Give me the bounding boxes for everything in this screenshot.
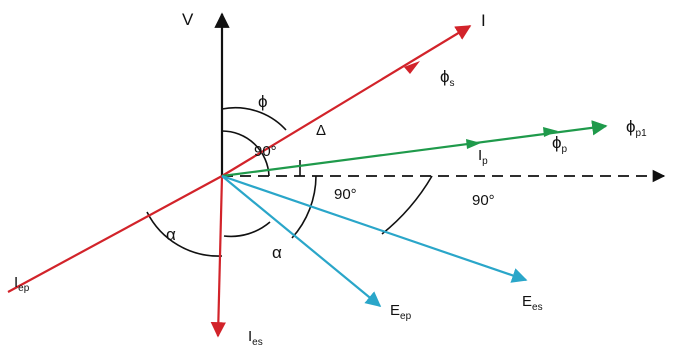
label-i-ep: Iep (14, 274, 30, 294)
label-90-upper: 90° (254, 143, 277, 160)
label-e-es: Ees (522, 293, 543, 313)
label-i-p: Ip (478, 147, 488, 167)
phi-s-arrowhead (404, 61, 420, 74)
label-delta: Δ (316, 122, 326, 139)
label-i: I (481, 11, 486, 30)
label-phi: ϕ (258, 92, 268, 111)
phi-p-arrowhead (543, 127, 558, 137)
angle-arc-90-upper (221, 130, 270, 177)
label-phi-p: ϕp (552, 133, 568, 155)
label-v: V (182, 10, 194, 29)
flux-vector-phi-p1 (221, 120, 608, 178)
label-90-middle: 90° (334, 186, 357, 203)
emf-vector-e-es (221, 174, 528, 283)
label-alpha-left: α (166, 225, 176, 244)
label-90-right: 90° (472, 192, 495, 209)
current-vector-i-es (210, 175, 227, 338)
angle-arc-phi (221, 106, 287, 131)
angle-arc-alpha-left (146, 211, 223, 257)
angle-arc-alpha-bottom (223, 221, 271, 238)
label-phi-s: ϕs (440, 67, 455, 89)
label-phi-p1: ϕp1 (626, 117, 647, 139)
current-vector-i-ep (7, 175, 223, 293)
label-alpha-bottom: α (272, 243, 282, 262)
current-vector-i (221, 25, 472, 177)
i-p-arrowhead (466, 139, 481, 149)
emf-vector-e-ep (221, 175, 382, 307)
label-e-ep: Eep (390, 302, 412, 322)
label-i-es: Ies (248, 328, 263, 345)
angle-arc-90-right (381, 175, 433, 235)
angle-arc-90-middle (291, 175, 317, 239)
